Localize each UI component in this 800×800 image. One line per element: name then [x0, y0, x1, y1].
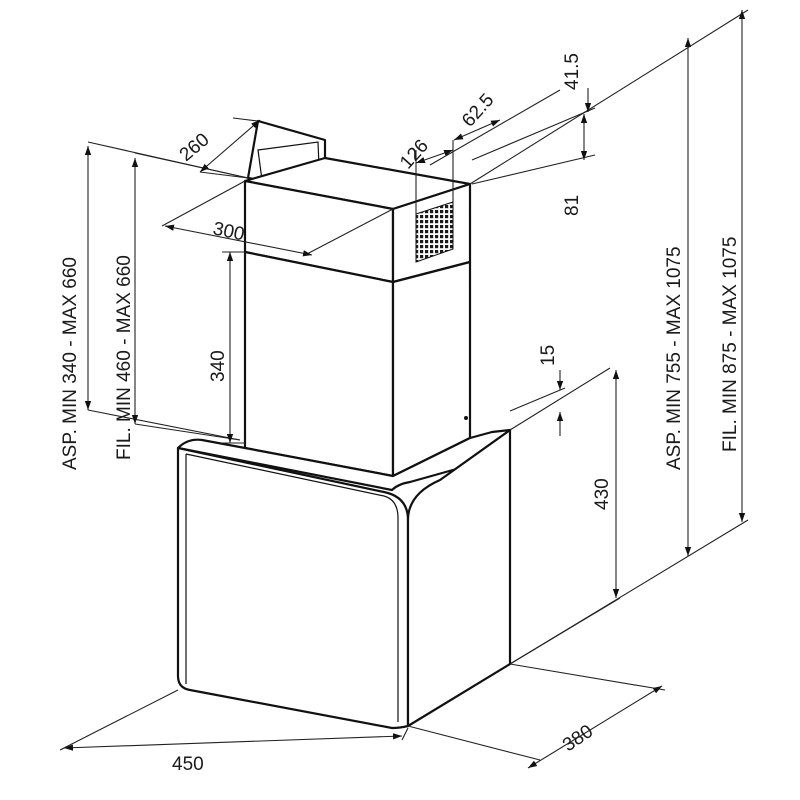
label-430: 430 [592, 478, 613, 510]
label-126: 126 [396, 136, 433, 174]
label-81: 81 [562, 195, 583, 216]
dim-line-62-5 [453, 119, 501, 141]
label-fil-chimney: FIL. MIN 460 - MAX 660 [114, 255, 135, 460]
hood-body-front [176, 446, 410, 730]
hood-body-side [406, 428, 512, 728]
dimension-lines [63, 10, 746, 769]
label-asp-chimney: ASP. MIN 340 - MAX 660 [60, 257, 81, 470]
hood-drawing [176, 119, 512, 730]
dim-line-380 [527, 685, 663, 769]
label-asp-total: ASP. MIN 755 - MAX 1075 [664, 246, 685, 470]
label-340: 340 [208, 350, 229, 382]
dim-line-300 [164, 224, 313, 257]
label-300: 300 [211, 218, 246, 245]
extension-lines [59, 9, 749, 761]
label-380: 380 [559, 721, 597, 756]
vent-grille-area [415, 201, 454, 263]
label-450: 450 [172, 754, 204, 775]
lower-chimney-front [243, 250, 395, 478]
label-41-5: 41.5 [562, 53, 583, 90]
label-15: 15 [538, 345, 559, 366]
dim-line-260 [199, 119, 261, 173]
dim-line-126 [415, 149, 454, 164]
label-260: 260 [176, 129, 214, 165]
label-62-5: 62.5 [458, 90, 498, 132]
label-fil-total: FIL. MIN 875 - MAX 1075 [720, 237, 741, 452]
dim-line-450 [63, 733, 403, 751]
